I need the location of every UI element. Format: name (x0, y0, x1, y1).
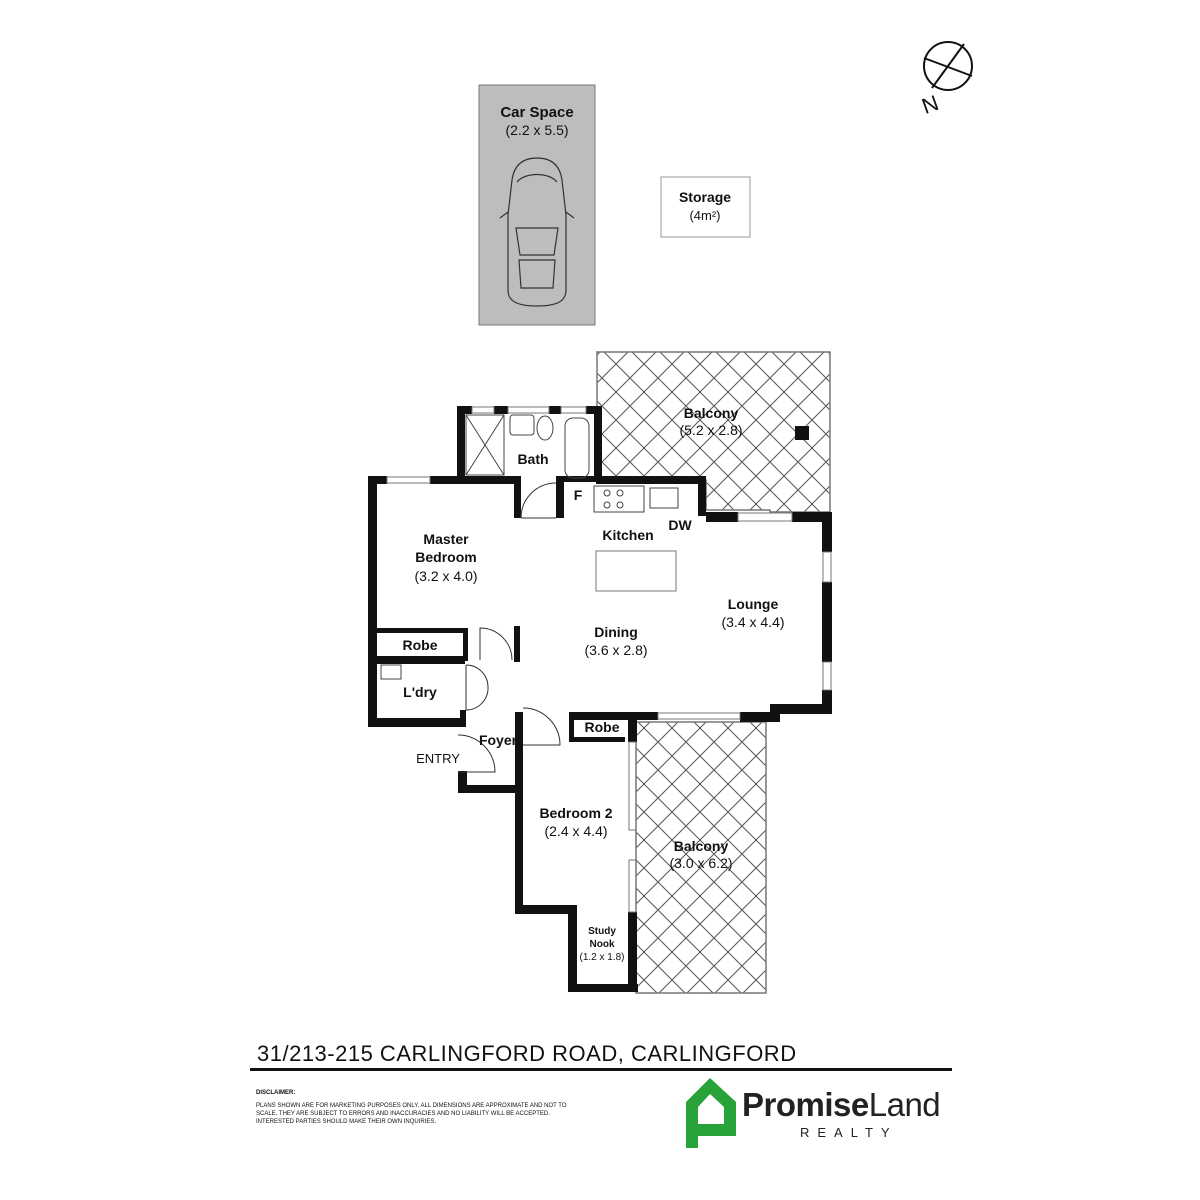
car-space-label: Car Space (500, 104, 573, 121)
lounge-label: Lounge (728, 596, 779, 612)
brand-name-regular: Land (868, 1086, 941, 1123)
study-nook-size: (1.2 x 1.8) (579, 952, 624, 963)
car-icon (499, 157, 575, 307)
car-space: Car Space (2.2 x 5.5) (478, 84, 596, 326)
north-label: N (918, 90, 941, 119)
disclaimer-title: DISCLAIMER: (256, 1090, 296, 1096)
dishwasher-label: DW (668, 517, 692, 533)
storage-size: (4m²) (689, 208, 720, 223)
shower-icon (465, 414, 505, 476)
disclaimer-text: PLANS SHOWN ARE FOR MARKETING PURPOSES O… (256, 1103, 567, 1125)
balcony-side-size: (3.0 x 6.2) (669, 855, 732, 871)
kitchen-island (595, 550, 677, 592)
doors (457, 482, 561, 773)
north-arrow-icon: N (918, 41, 973, 119)
car-space-size: (2.2 x 5.5) (505, 122, 568, 138)
bath-label: Bath (517, 451, 548, 467)
entry-label: ENTRY (416, 751, 460, 766)
lounge-size: (3.4 x 4.4) (721, 614, 784, 630)
fridge-label: F (574, 487, 583, 503)
sink-icon (649, 487, 679, 509)
master-bedroom-size: (3.2 x 4.0) (414, 568, 477, 584)
cooktop-icon (593, 485, 645, 513)
laundry-label: L'dry (403, 684, 437, 700)
property-address: 31/213-215 CARLINGFORD ROAD, CARLINGFORD (257, 1041, 797, 1066)
study-nook-label-1: Study (588, 926, 616, 937)
post-icon (795, 426, 809, 440)
windows (386, 406, 832, 913)
fixtures (380, 414, 679, 680)
balcony-side-label: Balcony (674, 838, 729, 854)
balcony-top-label: Balcony (684, 405, 739, 421)
brand-name-bold: Promise (742, 1086, 869, 1123)
master-bedroom-label-1: Master (423, 531, 469, 547)
dining-label: Dining (594, 624, 638, 640)
footer-divider (250, 1068, 952, 1071)
balcony-side: Balcony (3.0 x 6.2) (635, 721, 767, 994)
balcony-top: Balcony (5.2 x 2.8) (596, 351, 831, 516)
room-labels: Bath F Kitchen DW Master Bedroom (3.2 x … (403, 451, 785, 963)
dining-size: (3.6 x 2.8) (584, 642, 647, 658)
robe-master-label: Robe (403, 637, 438, 653)
toilet-icon (536, 415, 554, 441)
foyer-label: Foyer (479, 732, 518, 748)
laundry-tub-icon (380, 664, 402, 680)
storage: Storage (4m²) (660, 176, 751, 238)
brand-name: PromiseLand (742, 1086, 941, 1124)
storage-label: Storage (679, 189, 731, 205)
basin-icon (509, 414, 535, 436)
study-nook-label-2: Nook (590, 939, 615, 950)
bedroom2-label: Bedroom 2 (539, 805, 612, 821)
kitchen-label: Kitchen (602, 527, 653, 543)
balcony-top-size: (5.2 x 2.8) (679, 422, 742, 438)
house-logo-icon (686, 1078, 736, 1148)
brand-tagline: REALTY (800, 1125, 898, 1140)
robe-bed2-label: Robe (585, 719, 620, 735)
walls (368, 406, 832, 992)
bedroom2-size: (2.4 x 4.4) (544, 823, 607, 839)
master-bedroom-label-2: Bedroom (415, 549, 476, 565)
bathtub-icon (564, 417, 590, 479)
